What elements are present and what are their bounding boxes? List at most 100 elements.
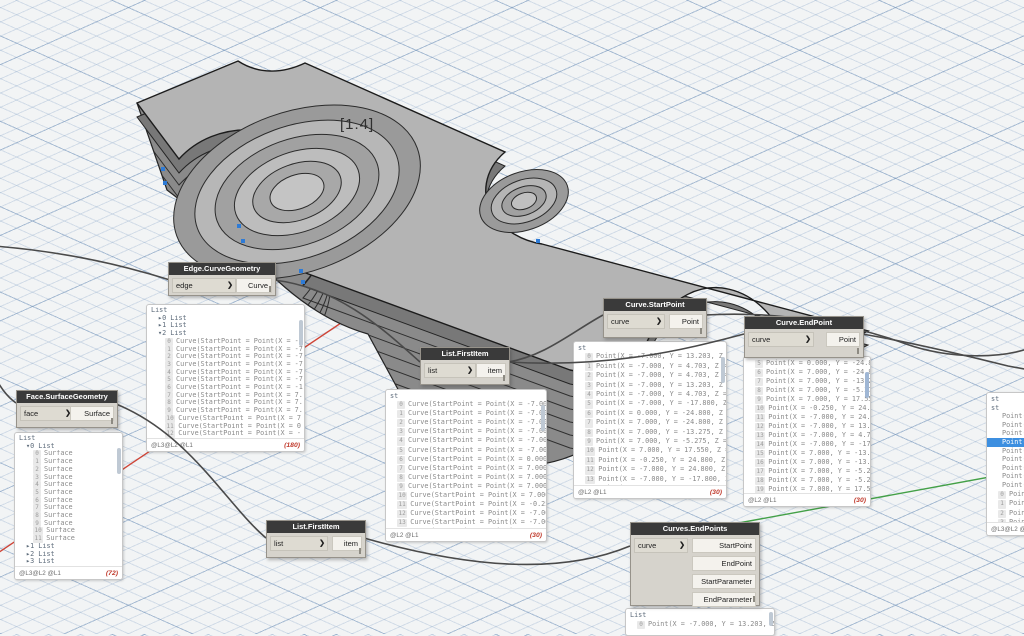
output-port-surface[interactable]: Surface [70, 406, 114, 421]
row-text: Point(X = [1009, 508, 1024, 517]
row-index-chip: 13 [585, 475, 596, 485]
node-preview-toggle[interactable] [700, 328, 702, 334]
node-preview-toggle[interactable] [503, 375, 505, 381]
input-port-edge[interactable]: edge ❯ [172, 278, 236, 293]
scrollbar-thumb[interactable] [299, 320, 303, 346]
row-index-chip: 11 [33, 535, 44, 543]
output-port-endparameter[interactable]: EndParameter [692, 592, 756, 607]
row-index-chip: 8 [585, 428, 593, 438]
output-port-item[interactable]: item [476, 363, 506, 378]
output-port-point[interactable]: Point [826, 332, 860, 347]
row-index-chip: 14 [755, 441, 766, 449]
input-port-curve[interactable]: curve ❯ [607, 314, 665, 329]
output-port-curve[interactable]: Curve [236, 278, 272, 293]
node-curve-endpoint[interactable]: Curve.EndPoint curve ❯ Point [744, 316, 864, 358]
row-index-chip: 10 [165, 414, 176, 423]
node-curves-endpoints[interactable]: Curves.EndPoints curve ❯ StartPoint EndP… [630, 522, 760, 607]
row-index-chip: 3 [33, 473, 41, 482]
node-face-surfacegeometry[interactable]: Face.SurfaceGeometry face ❯ Surface [16, 390, 118, 428]
row-index-chip: 10 [397, 492, 408, 501]
row-text: Point(X = [1002, 455, 1024, 464]
output-port-startpoint[interactable]: StartPoint [692, 538, 756, 553]
row-index-chip: 0 [585, 353, 593, 362]
row-index-chip: 12 [585, 466, 596, 475]
row-text: st [991, 403, 1000, 412]
node-title[interactable]: List.FirstItem [267, 521, 365, 533]
row-text: Curve(StartPoint = Point(X = -7.000, Y [408, 400, 546, 409]
row-text: List [19, 435, 36, 442]
node-title[interactable]: Curve.EndPoint [745, 317, 863, 329]
node-preview-toggle[interactable] [269, 286, 271, 292]
node-edge-curvegeometry[interactable]: Edge.CurveGeometry edge ❯ Curve [168, 262, 276, 296]
output-port-item[interactable]: item [332, 536, 362, 551]
output-port-endpoint[interactable]: EndPoint [692, 556, 756, 571]
row-text: Curve(StartPoint = Point(X = -7 [176, 353, 303, 361]
input-port-list[interactable]: list ❯ [270, 536, 328, 551]
node-preview-toggle[interactable] [753, 596, 755, 602]
row-text: Point(X = 7.000, Y = -13.275, Z = [768, 458, 870, 466]
port-arrow-icon: ❯ [805, 336, 811, 343]
scrollbar-thumb[interactable] [769, 612, 773, 626]
row-text: Curve(StartPoint = Point(X = -7.000, Y [408, 436, 546, 445]
node-title[interactable]: Curve.StartPoint [604, 299, 706, 311]
input-port-face[interactable]: face ❯ [20, 406, 74, 421]
row-text: Surface [44, 512, 73, 520]
row-text: Point(X = -7.000, Y = 13.203, Z = 0.00 [648, 619, 774, 628]
node-preview-toggle[interactable] [111, 418, 113, 424]
preview-tree-line: List [15, 435, 122, 443]
port-label: item [487, 366, 502, 375]
input-port-list[interactable]: list ❯ [424, 363, 476, 378]
preview-tree-line: ▸2 List [15, 551, 122, 559]
node-title[interactable]: Face.SurfaceGeometry [17, 391, 117, 403]
node-title[interactable]: Edge.CurveGeometry [169, 263, 275, 275]
output-port-point[interactable]: Point [669, 314, 703, 329]
row-index-chip: 10 [585, 447, 596, 456]
row-text: Curve(StartPoint = Point(X = 7.000, Y = [408, 463, 546, 472]
preview-tree-line: ▾0 List [15, 443, 122, 451]
node-preview-toggle[interactable] [857, 348, 859, 354]
row-text: Surface [44, 473, 73, 481]
scrollbar-thumb[interactable] [541, 405, 545, 431]
node-preview-toggle[interactable] [359, 548, 361, 554]
output-port-startparameter[interactable]: StartParameter [692, 574, 756, 589]
row-index-chip: 13 [397, 519, 408, 528]
scrollbar-thumb[interactable] [721, 357, 725, 383]
port-label: curve [611, 317, 630, 326]
input-port-curve[interactable]: curve ❯ [634, 538, 688, 553]
row-index-chip: 9 [755, 396, 763, 404]
row-text: Point(X = [1002, 420, 1024, 429]
node-title[interactable]: Curves.EndPoints [631, 523, 759, 535]
node-curve-startpoint[interactable]: Curve.StartPoint curve ❯ Point [603, 298, 707, 338]
node-list-firstitem-a[interactable]: List.FirstItem list ❯ item [420, 347, 510, 385]
scrollbar-thumb[interactable] [117, 448, 121, 474]
node-list-firstitem-b[interactable]: List.FirstItem list ❯ item [266, 520, 366, 558]
port-label: StartParameter [701, 577, 752, 586]
scrollbar-thumb[interactable] [865, 372, 869, 398]
preview-footer: @L2 @L1 (30) [574, 485, 726, 498]
node-title[interactable]: List.FirstItem [421, 348, 509, 360]
input-port-curve[interactable]: curve ❯ [748, 332, 814, 347]
row-text: st [991, 395, 1000, 403]
item-count: (72) [105, 569, 118, 577]
row-index-chip: 15 [755, 450, 766, 458]
row-index-chip: 0 [165, 337, 173, 346]
row-text: Curve(StartPoint = Point(X = 0 [178, 422, 301, 430]
row-index-chip: 7 [33, 504, 41, 513]
